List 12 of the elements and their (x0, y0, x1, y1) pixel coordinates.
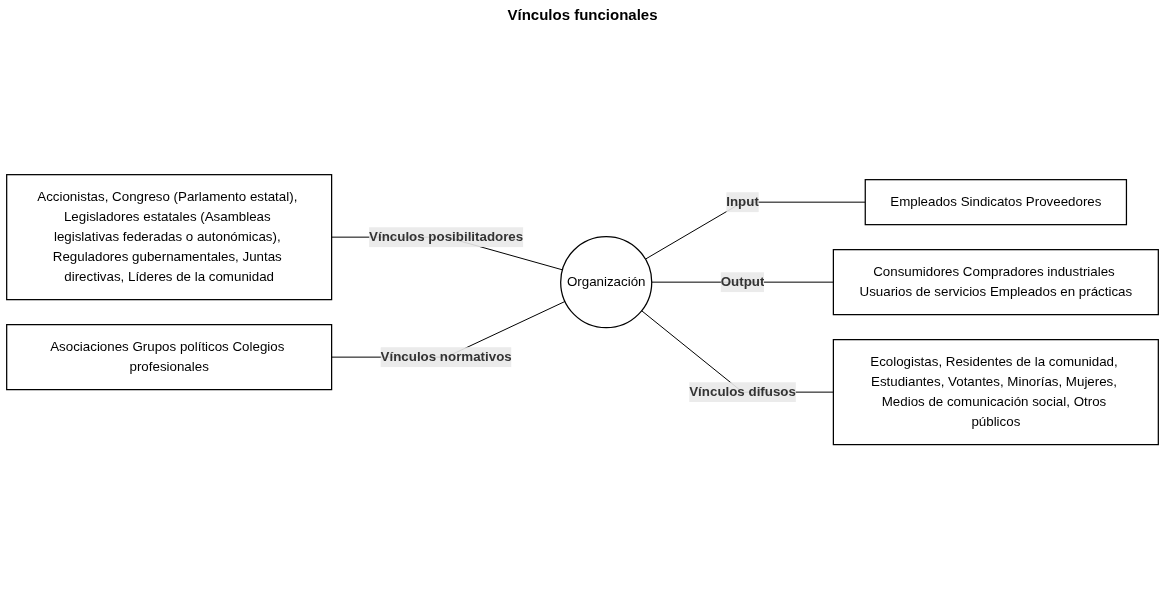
node-circle: Organización (560, 235, 653, 329)
edge-label: Vínculos posibilitadores (369, 229, 524, 244)
edge-label: Vínculos normativos (380, 349, 512, 364)
edge-label: Vínculos difusos (689, 384, 796, 399)
node-box: Empleados Sindicatos Proveedores (864, 178, 1128, 226)
edge-label: Input (726, 194, 759, 209)
note-text: Vínculos funcionales (507, 6, 658, 23)
node-box: Accionistas, Congreso (Parlamento estatal), Legisladores estatales (Asambleas legislativas federadas o autonómicas), Reguladores gubernamentales, Juntas directivas, Líderes de la comunidad (6, 173, 333, 301)
edge-label: Output (720, 274, 765, 289)
node-box: Consumidores Compradores industriales Usuarios de servicios Empleados en prácticas (832, 248, 1159, 316)
node-box: Asociaciones Grupos políticos Colegios profesionales (6, 323, 333, 391)
node-box: Ecologistas, Residentes de la comunidad, Estudiantes, Votantes, Minorías, Mujeres, Medios de comunicación social, Otros públicos (832, 338, 1159, 446)
